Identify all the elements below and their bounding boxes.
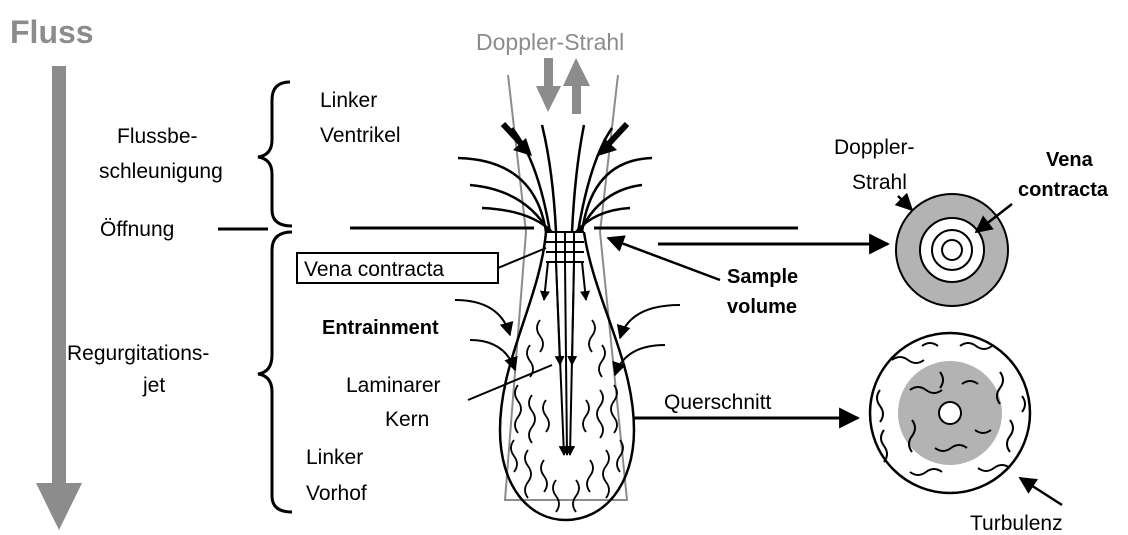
turbulence-pointer <box>1020 478 1062 505</box>
jet-cross-section-disc <box>870 333 1030 493</box>
cross-section-label: Querschnitt <box>664 391 772 414</box>
cross-section-doppler-pointer <box>898 196 912 210</box>
flow-convergence-lines <box>458 125 652 232</box>
left-ventricle-label-2: Ventrikel <box>320 124 401 147</box>
flow-acceleration-label-2: schleunigung <box>99 160 223 183</box>
entrainment-label: Entrainment <box>322 317 439 339</box>
vena-contracta-grid <box>546 232 584 262</box>
sample-volume-label-1: Sample <box>727 266 798 288</box>
left-ventricle-label-1: Linker <box>320 89 377 112</box>
laminar-core-pointer <box>468 365 552 400</box>
inflow-black-arrows <box>503 124 627 156</box>
flow-title: Fluss <box>10 14 94 50</box>
vena-contracta-label: Vena contracta <box>304 258 444 281</box>
left-atrium-label-1: Linker <box>306 446 363 469</box>
left-atrium-label-2: Vorhof <box>306 482 367 505</box>
flow-acceleration-label-1: Flussbe- <box>117 125 198 148</box>
cross-section-vena-label-2: contracta <box>1018 179 1109 201</box>
cross-section-doppler-label-2: Strahl <box>852 171 907 194</box>
orifice-label: Öffnung <box>100 218 174 241</box>
cross-section-doppler-label-1: Doppler- <box>834 136 915 159</box>
sample-volume-label-2: volume <box>727 296 797 318</box>
acceleration-brace <box>258 82 292 226</box>
doppler-beam-label: Doppler-Strahl <box>476 29 624 55</box>
jet-brace <box>258 232 292 512</box>
vena-contracta-pointer <box>498 248 546 268</box>
entrainment-arrows <box>455 300 680 375</box>
jet-label-2: jet <box>142 374 165 397</box>
laminar-core-arrows <box>544 262 586 455</box>
turbulence-label: Turbulenz <box>970 512 1063 535</box>
cross-section-vena-label-1: Vena <box>1046 149 1094 171</box>
jet-label-1: Regurgitations- <box>67 342 209 365</box>
laminar-core-label-2: Kern <box>385 408 429 431</box>
orifice-cross-section-disc <box>896 194 1008 306</box>
flow-direction-arrow <box>36 66 82 530</box>
laminar-core-label-1: Laminarer <box>346 374 441 397</box>
beam-direction-arrows <box>536 58 590 114</box>
